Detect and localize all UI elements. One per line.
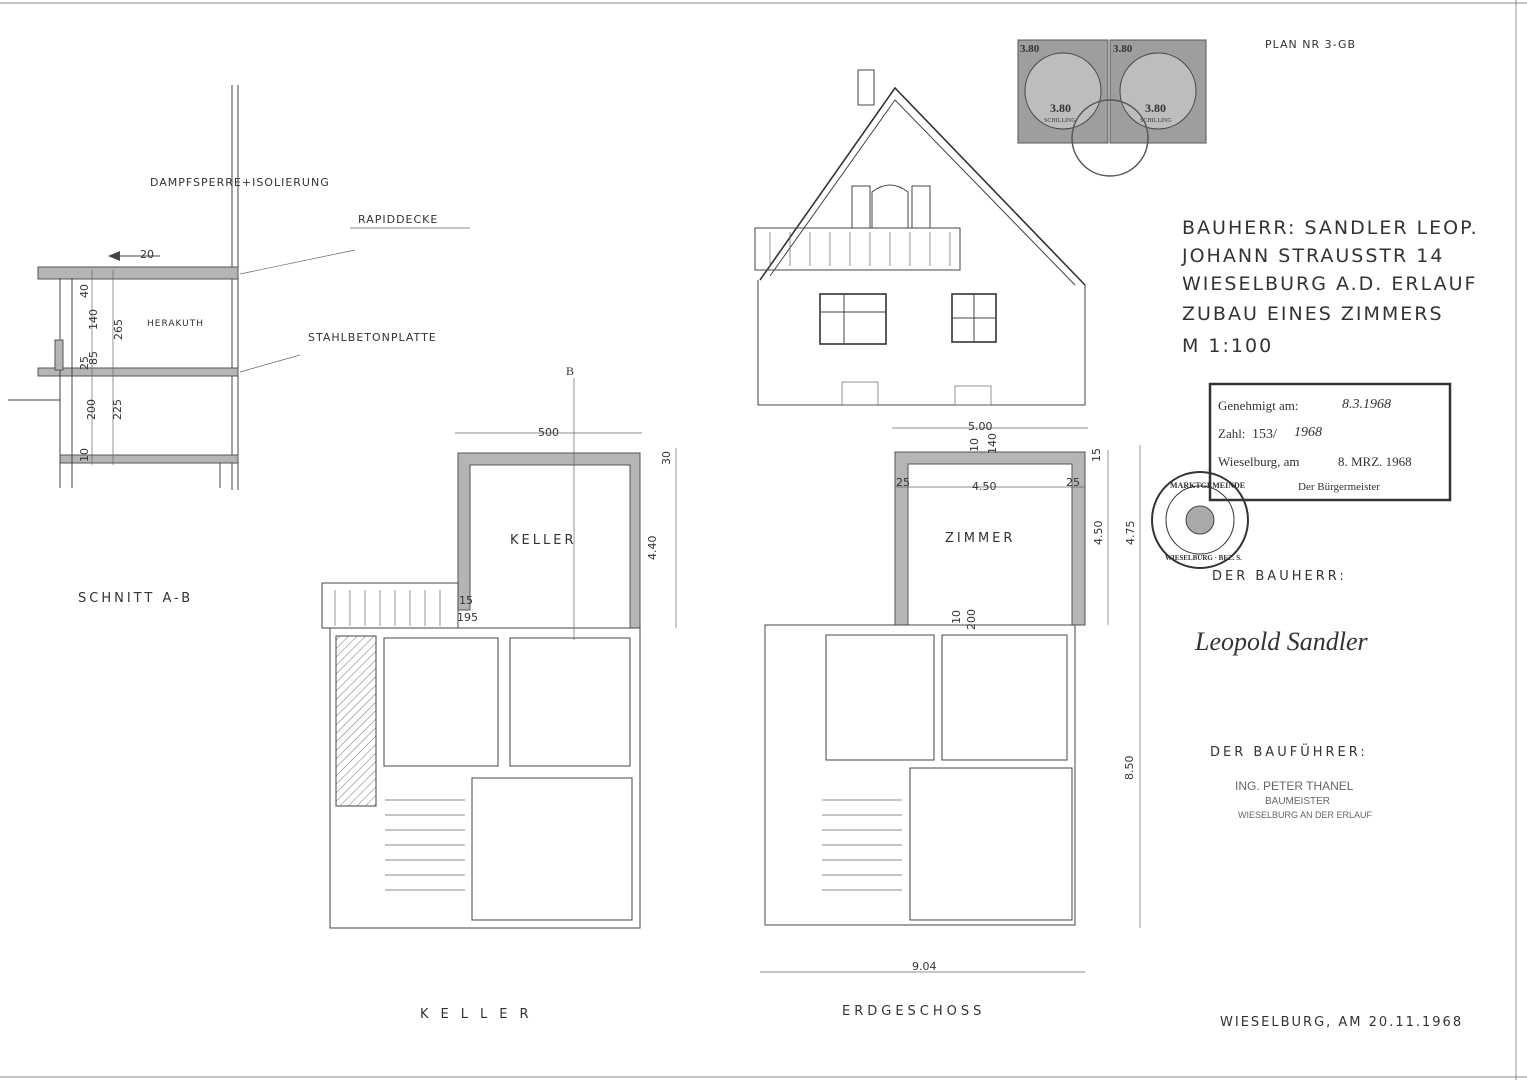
- label-concrete-slab: STAHLBETONPLATTE: [308, 331, 437, 344]
- signatures: DER BAUHERR: Leopold Sandler DER BAUFÜHR…: [1194, 569, 1373, 820]
- erdgeschoss-title: ERDGESCHOSS: [842, 1004, 985, 1019]
- approval-place-label: Wieselburg, am: [1218, 454, 1300, 469]
- house-elevation: [754, 69, 1086, 406]
- place-and-date: WIESELBURG, AM 20.11.1968: [1220, 1015, 1463, 1030]
- seal-inner-text: WIESELBURG · BEZ. S.: [1165, 554, 1242, 562]
- keller-plan: 500 30 4.40 15 195 B KELLER KELLER: [321, 364, 677, 1022]
- dim-section-10: 10: [78, 448, 91, 462]
- dim-eg-25-right: 25: [1066, 476, 1080, 489]
- town-line: WIESELBURG A.D. ERLAUF: [1182, 273, 1477, 295]
- dim-section-40: 40: [78, 284, 91, 298]
- dim-eg-25-left: 25: [896, 476, 910, 489]
- builder-town: WIESELBURG AN DER ERLAUF: [1238, 810, 1373, 820]
- dim-keller-195: 195: [457, 611, 478, 624]
- approval-number-label: Zahl:: [1218, 426, 1245, 441]
- stamp-unit-2: SCHILLING: [1140, 118, 1172, 124]
- dim-eg-850: 8.50: [1123, 756, 1136, 781]
- room-keller: KELLER: [510, 533, 576, 548]
- dim-eg-450-width: 4.50: [972, 480, 997, 493]
- owner-label: DER BAUHERR:: [1212, 569, 1347, 584]
- dim-eg-200: 200: [965, 609, 978, 630]
- dim-eg-15: 15: [1090, 448, 1103, 462]
- approval-year: 1968: [1294, 425, 1322, 440]
- seal-outer-text: MARKTGEMEINDE: [1170, 481, 1245, 490]
- keller-title: KELLER: [420, 1007, 540, 1022]
- dim-section-85: 85: [87, 351, 100, 365]
- builder-name: ING. PETER THANEL: [1235, 779, 1354, 793]
- dim-keller-30: 30: [660, 451, 673, 465]
- dim-eg-475: 4.75: [1124, 521, 1137, 546]
- builder-label: DER BAUFÜHRER:: [1210, 743, 1368, 760]
- dim-eg-140: 140: [986, 433, 999, 454]
- approval-stamp: Genehmigt am: 8.3.1968 Zahl: 153/ 1968 W…: [1208, 382, 1452, 502]
- stamp-value-2: 3.80: [1113, 43, 1133, 55]
- erdgeschoss-plan: 5.00 10 140 25 4.50 25 15 4.50 4.75 10 2…: [760, 420, 1141, 1019]
- section-title: SCHNITT A-B: [78, 591, 193, 606]
- label-herakuth: HERAKUTH: [147, 319, 204, 329]
- owner-line: BAUHERR: SANDLER LEOP.: [1182, 217, 1479, 239]
- dim-eg-10: 10: [968, 438, 981, 452]
- municipal-seal: MARKTGEMEINDE WIESELBURG · BEZ. S.: [1151, 471, 1249, 569]
- stamp-center-value-2: 3.80: [1145, 101, 1166, 115]
- approval-place-date: 8. MRZ. 1968: [1338, 454, 1412, 469]
- dim-section-20: 20: [140, 248, 154, 261]
- label-rapid-ceiling: RAPIDDECKE: [358, 213, 438, 226]
- approval-number: 153/: [1252, 427, 1277, 442]
- stamp-center-value-1: 3.80: [1050, 101, 1071, 115]
- dim-eg-904: 9.04: [912, 960, 937, 973]
- approval-label: Genehmigt am:: [1218, 398, 1299, 413]
- mayor-label: Der Bürgermeister: [1298, 481, 1380, 493]
- dim-keller-15: 15: [459, 594, 473, 607]
- room-zimmer: ZIMMER: [945, 531, 1015, 546]
- dim-section-265: 265: [112, 319, 125, 340]
- address-line: JOHANN STRAUSSTR 14: [1181, 245, 1444, 267]
- dim-section-140: 140: [87, 309, 100, 330]
- dim-section-25: 25: [78, 356, 91, 370]
- scale-line: M 1:100: [1182, 335, 1273, 357]
- dim-eg-450-depth: 4.50: [1092, 521, 1105, 546]
- dim-keller-440: 4.40: [646, 536, 659, 561]
- dim-eg-500: 5.00: [968, 420, 993, 433]
- label-vapour-barrier: DAMPFSPERRE+ISOLIERUNG: [150, 176, 330, 189]
- dim-section-200: 200: [85, 399, 98, 420]
- revenue-stamps: 3.80 3.80 3.80 3.80 SCHILLING SCHILLING: [1017, 39, 1207, 177]
- dim-section-225: 225: [111, 399, 124, 420]
- stamp-value-1: 3.80: [1020, 43, 1040, 55]
- owner-signature: Leopold Sandler: [1194, 627, 1368, 656]
- project-line: ZUBAU EINES ZIMMERS: [1182, 303, 1444, 325]
- section-drawing: DAMPFSPERRE+ISOLIERUNG RAPIDDECKE STAHLB…: [8, 85, 470, 606]
- dim-keller-500: 500: [538, 426, 559, 439]
- builder-title: BAUMEISTER: [1265, 796, 1330, 807]
- dim-eg-10-door: 10: [950, 610, 963, 624]
- approval-date: 8.3.1968: [1342, 397, 1391, 412]
- plan-number: PLAN NR 3-GB: [1265, 38, 1356, 51]
- section-mark-b: B: [566, 364, 574, 378]
- title-block: BAUHERR: SANDLER LEOP. JOHANN STRAUSSTR …: [1181, 217, 1479, 357]
- stamp-unit-1: SCHILLING: [1044, 118, 1076, 124]
